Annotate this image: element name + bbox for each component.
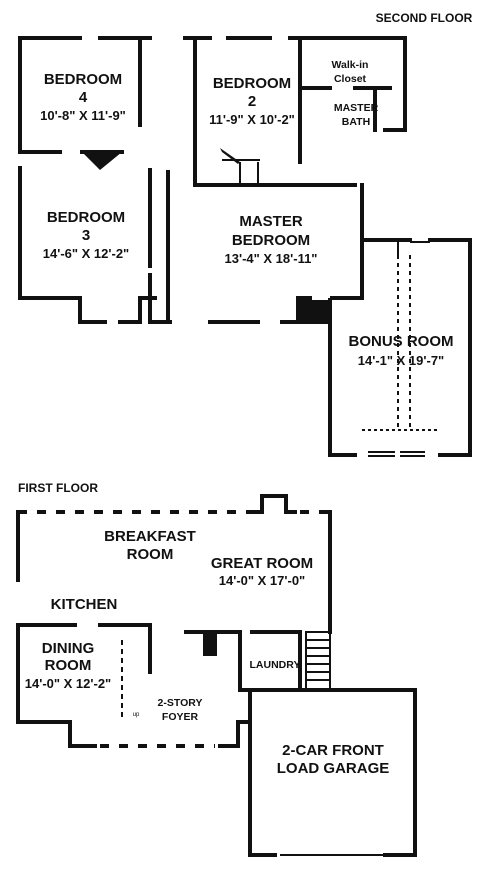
first-floor-stairs (305, 631, 331, 691)
bedroom4-name: BEDROOM (44, 71, 122, 88)
bedroom2-dim: 11'-9" X 10'-2" (209, 112, 295, 127)
bonus-room-name: BONUS ROOM (349, 333, 454, 350)
up-mark: up (133, 712, 140, 718)
first-floor-walls (16, 494, 417, 857)
foyer-line2: FOYER (162, 711, 199, 723)
second-floor-walls (18, 36, 472, 457)
master-bedroom-line1: MASTER (239, 213, 303, 230)
walkin-closet-line1: Walk-in (332, 59, 369, 71)
second-floor-title: SECOND FLOOR (376, 11, 473, 25)
great-room-dim: 14'-0" X 17'-0" (219, 573, 305, 588)
dining-room-dim: 14'-0" X 12'-2" (25, 676, 111, 691)
bedroom2-num: 2 (248, 93, 256, 110)
dining-room-line2: ROOM (45, 657, 92, 674)
bedroom4-num: 4 (79, 89, 88, 106)
breakfast-room-line2: ROOM (127, 546, 174, 563)
master-bath-line1: MASTER (334, 102, 379, 114)
bedroom2-name: BEDROOM (213, 75, 291, 92)
dining-room-line1: DINING (42, 640, 95, 657)
garage-line2: LOAD GARAGE (277, 760, 390, 777)
garage-line1: 2-CAR FRONT (282, 742, 384, 759)
master-bedroom-dim: 13'-4" X 18'-11" (225, 251, 318, 266)
laundry-name: LAUNDRY (250, 659, 301, 671)
bedroom3-num: 3 (82, 227, 90, 244)
bedroom3-name: BEDROOM (47, 209, 125, 226)
walkin-closet-line2: Closet (334, 73, 367, 85)
master-bedroom-line2: BEDROOM (232, 232, 310, 249)
bedroom3-dim: 14'-6" X 12'-2" (43, 246, 129, 261)
master-bath-line2: BATH (342, 116, 370, 128)
kitchen-name: KITCHEN (51, 596, 118, 613)
bedroom4-dim: 10'-8" X 11'-9" (40, 108, 126, 123)
foyer-line1: 2-STORY (158, 697, 203, 709)
great-room-name: GREAT ROOM (211, 555, 313, 572)
bonus-room-dim: 14'-1" X 19'-7" (358, 353, 444, 368)
first-floor-title: FIRST FLOOR (18, 481, 98, 495)
breakfast-room-line1: BREAKFAST (104, 528, 196, 545)
